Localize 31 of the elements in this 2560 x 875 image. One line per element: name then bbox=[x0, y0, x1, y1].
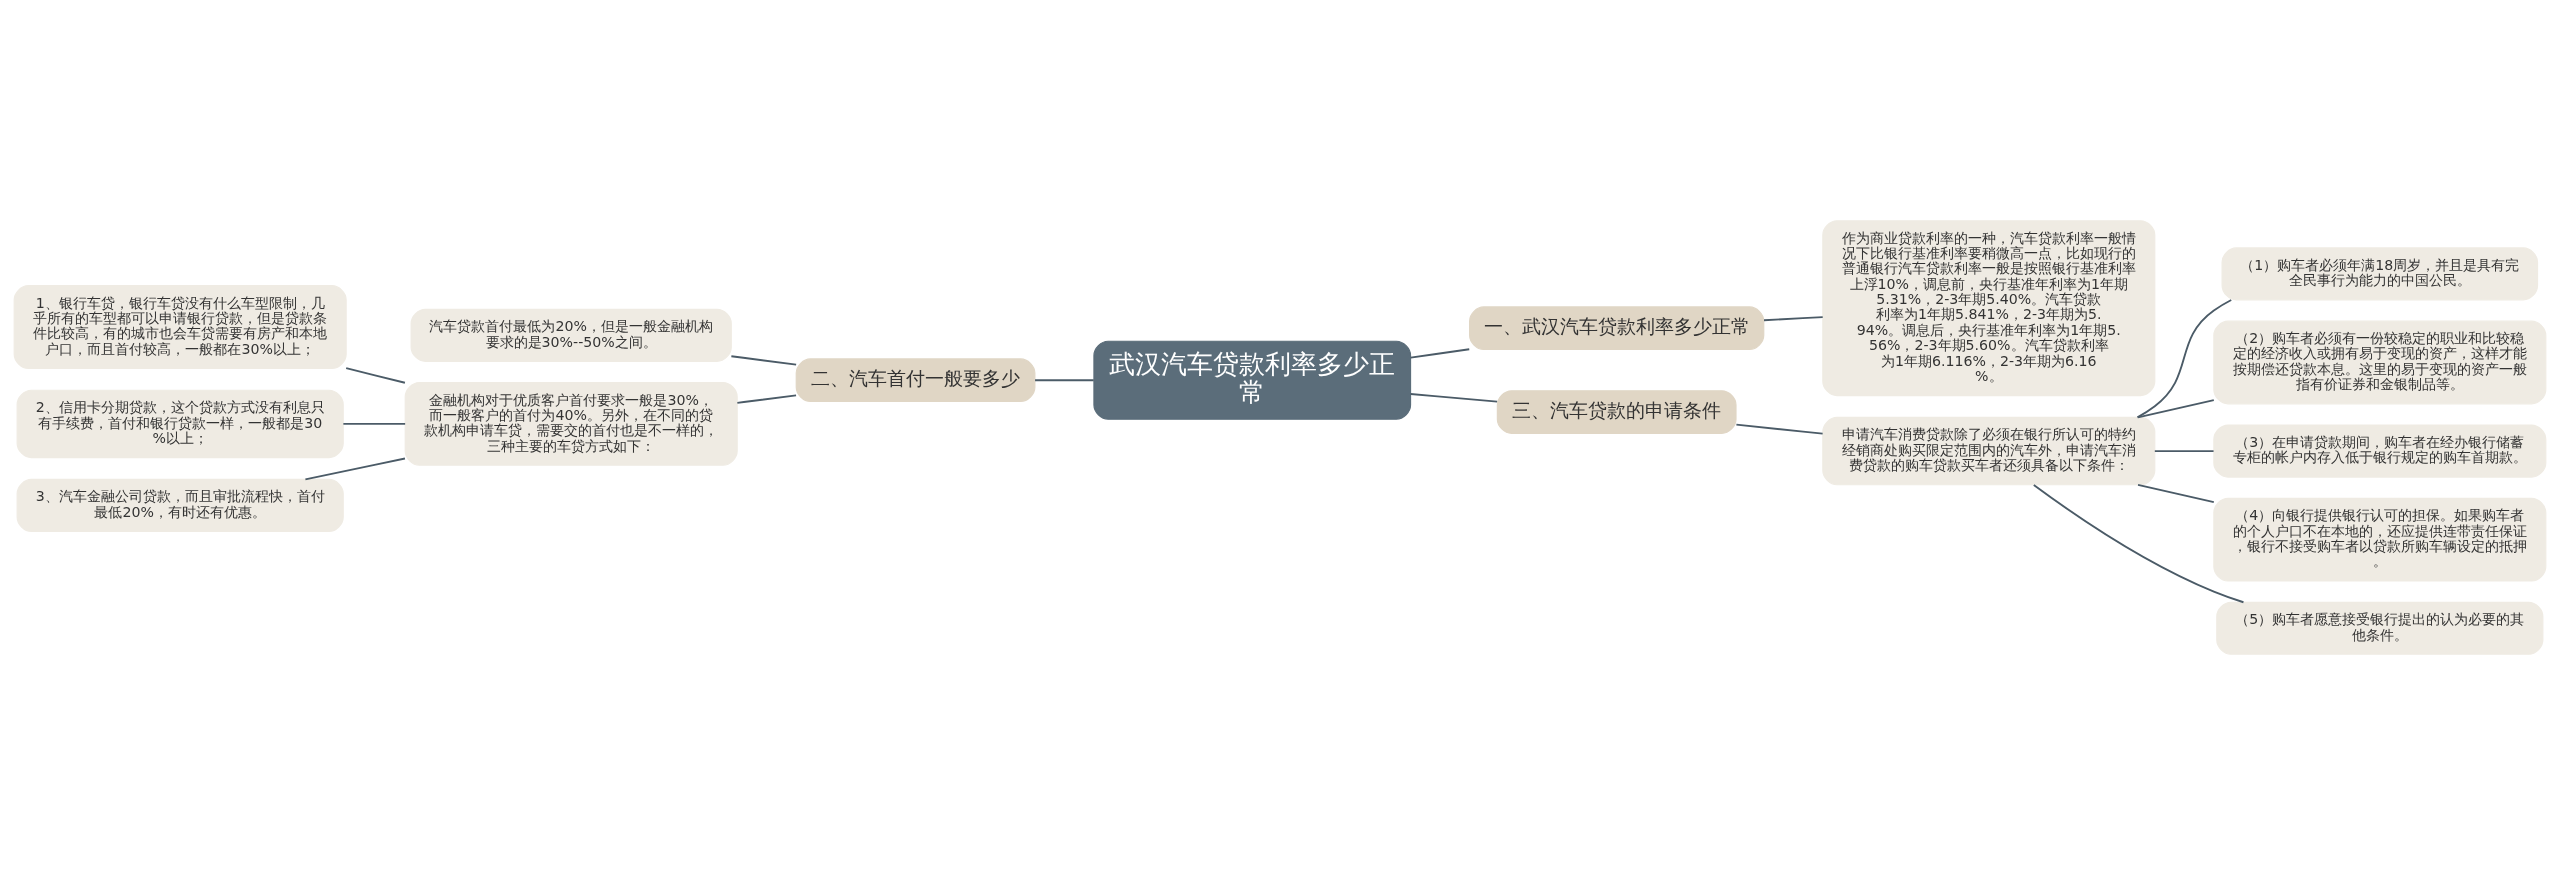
connector bbox=[342, 422, 407, 425]
connector bbox=[2153, 450, 2215, 453]
connector bbox=[304, 457, 406, 481]
node-box: 作为商业贷款利率的一种，汽车贷款利率一般情况下比银行基准利率要稍微高一点，比如现行的普通银行汽车贷款利率一般是按照银行基准利率上浮10%，调息前，央行基准年利率为1年期5.31%，2-3年期5.40%。汽车贷款利率为1年期5.841%，2-3年期为5.94%。调息后，央行基准年利率为1年期5.56%，2-3年期5.60%。汽车贷款利率为1年期6.116%，2-3年期为6.16%。 bbox=[1822, 220, 2156, 397]
connector bbox=[2136, 299, 2233, 419]
connector bbox=[1409, 393, 1499, 403]
node-box: （4）向银行提供银行认可的担保。如果购车者的个人户口不在本地的，还应提供连带责任保证，银行不接受购车者以贷款所购车辆设定的抵押。 bbox=[2213, 497, 2547, 582]
node-box: 3、汽车金融公司贷款，而且审批流程快，首付最低20%，有时还有优惠。 bbox=[16, 478, 344, 532]
connector bbox=[736, 394, 797, 404]
node-box: （3）在申请贷款期间，购车者在经办银行储蓄专柜的帐户内存入低于银行规定的购车首期款。 bbox=[2213, 424, 2547, 478]
connector bbox=[730, 355, 798, 366]
node-box: 一、武汉汽车贷款利率多少正常 bbox=[1469, 306, 1765, 351]
connector bbox=[1409, 348, 1471, 359]
connector bbox=[345, 367, 406, 384]
connector bbox=[2032, 484, 2245, 604]
node-box: 武汉汽车贷款利率多少正常 bbox=[1093, 340, 1412, 420]
node-box: 金融机构对于优质客户首付要求一般是30%，而一般客户的首付为40%。另外，在不同的贷款机构申请车贷，需要交的首付也是不一样的，三种主要的车贷方式如下： bbox=[404, 382, 738, 466]
node-box: 1、银行车贷，银行车贷没有什么车型限制，几乎所有的车型都可以申请银行贷款，但是贷款条件比较高，有的城市也会车贷需要有房产和本地户口，而且首付较高，一般都在30%以上； bbox=[13, 285, 347, 369]
node-box: 三、汽车贷款的申请条件 bbox=[1496, 390, 1737, 434]
node-box: （2）购车者必须有一份较稳定的职业和比较稳定的经济收入或拥有易于变现的资产，这样才能按期偿还贷款本息。这里的易于变现的资产一般指有价证券和金银制品等。 bbox=[2213, 320, 2547, 405]
connector bbox=[1763, 316, 1824, 322]
connector bbox=[2137, 483, 2215, 504]
node-box: 2、信用卡分期贷款，这个贷款方式没有利息只有手续费，首付和银行贷款一样，一般都是30%以上； bbox=[16, 389, 344, 459]
node-box: （1）购车者必须年满18周岁，并且是具有完全民事行为能力的中国公民。 bbox=[2221, 247, 2539, 301]
connector bbox=[1735, 423, 1824, 435]
node-box: 汽车贷款首付最低为20%，但是一般金融机构要求的是30%--50%之间。 bbox=[410, 308, 732, 362]
node-box: 二、汽车首付一般要多少 bbox=[795, 358, 1036, 403]
connector bbox=[1034, 379, 1095, 382]
connector bbox=[2137, 399, 2215, 419]
node-box: （5）购车者愿意接受银行提出的认为必要的其他条件。 bbox=[2216, 601, 2544, 655]
node-box: 申请汽车消费贷款除了必须在银行所认可的特约经销商处购买限定范围内的汽车外，申请汽车消费贷款的购车贷款买车者还须具备以下条件： bbox=[1822, 416, 2156, 486]
